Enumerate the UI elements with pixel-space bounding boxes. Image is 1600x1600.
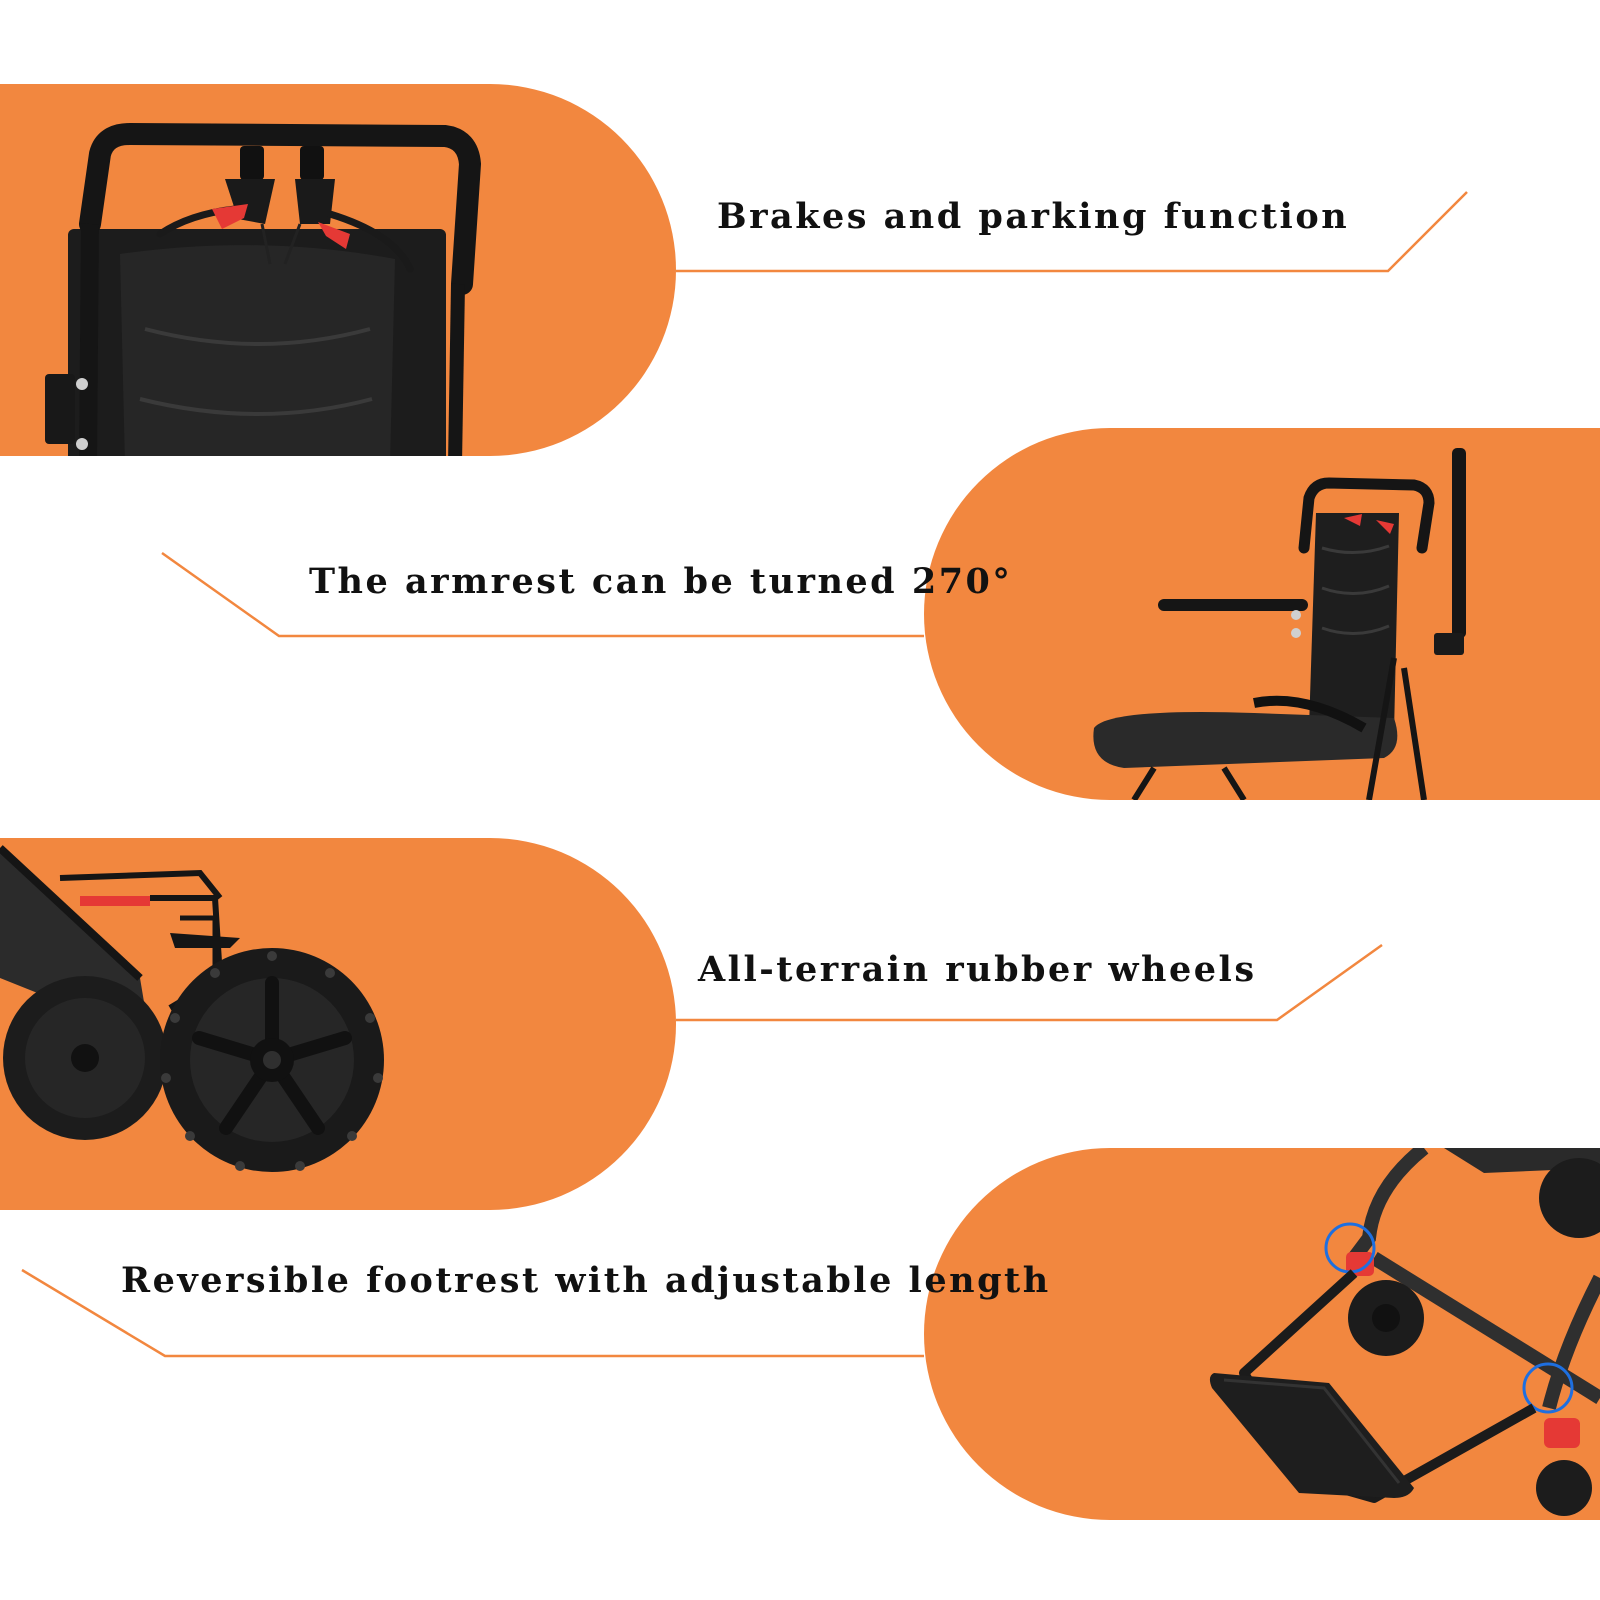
feature-label-armrest: The armrest can be turned 270° (309, 561, 1013, 602)
armrest-chair-photo (1093, 448, 1466, 800)
rubber-wheels-photo (0, 845, 384, 1172)
feature-label-wheels: All-terrain rubber wheels (698, 949, 1257, 990)
feature-label-footrest: Reversible footrest with adjustable leng… (121, 1260, 1051, 1301)
feature-panel-wheels (0, 838, 676, 1210)
footrest-photo (1209, 1148, 1600, 1516)
feature-label-brakes: Brakes and parking function (717, 196, 1350, 237)
feature-panel-brakes (0, 84, 676, 456)
feature-panel-footrest (924, 1148, 1600, 1520)
feature-panel-armrest (924, 428, 1600, 800)
brake-handle-photo (45, 122, 482, 456)
